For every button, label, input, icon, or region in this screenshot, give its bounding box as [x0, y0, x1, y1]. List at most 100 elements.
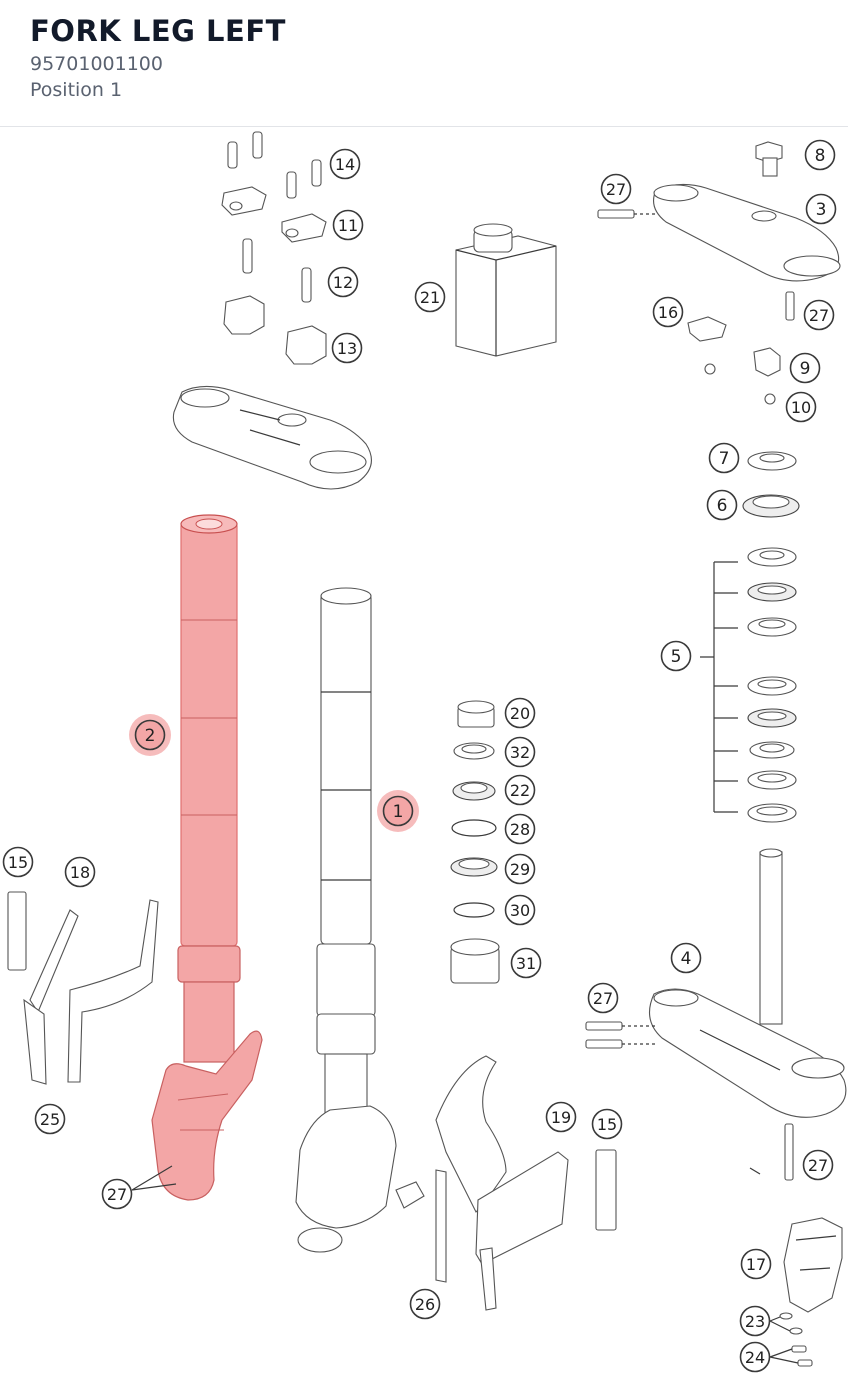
callout-label: 15 [597, 1115, 617, 1134]
callout-label: 27 [593, 989, 613, 1008]
callout-label: 7 [719, 449, 730, 469]
callout-c6[interactable]: 6 [706, 489, 738, 521]
callout-circle [504, 813, 536, 845]
callout-circle [64, 856, 96, 888]
callout-label: 30 [510, 901, 530, 920]
callout-circle [409, 1288, 441, 1320]
callout-label: 2 [145, 726, 156, 746]
callout-circle [785, 391, 817, 423]
callout-circle [670, 942, 702, 974]
callout-label: 28 [510, 820, 530, 839]
callout-circle [414, 281, 446, 313]
callout-c24[interactable]: 24 [739, 1341, 771, 1373]
fork-guard-right [435, 1055, 617, 1311]
bracket-17-group [769, 1217, 843, 1367]
callout-label: 13 [337, 339, 357, 358]
callout-label: 27 [808, 1156, 828, 1175]
callout-c3[interactable]: 3 [805, 193, 837, 225]
fork-oil-can [455, 223, 557, 357]
callout-c28[interactable]: 28 [504, 813, 536, 845]
callout-c19[interactable]: 19 [545, 1101, 577, 1133]
callout-c5[interactable]: 5 [660, 640, 692, 672]
callout-c27e[interactable]: 27 [101, 1178, 133, 1210]
callout-c14[interactable]: 14 [329, 148, 361, 180]
callout-circle [600, 173, 632, 205]
callout-c20[interactable]: 20 [504, 697, 536, 729]
callout-circle [327, 266, 359, 298]
callout-label: 31 [516, 954, 536, 973]
callout-c32[interactable]: 32 [504, 736, 536, 768]
callout-label: 10 [791, 398, 811, 417]
callout-c2[interactable]: 2 [129, 714, 171, 756]
callout-circle [2, 846, 34, 878]
diagram-svg: 1234567891011121314151516171819202122232… [2, 131, 847, 1373]
callout-circle [34, 1103, 66, 1135]
callout-circle [660, 640, 692, 672]
callout-c16[interactable]: 16 [652, 296, 684, 328]
callout-c26[interactable]: 26 [409, 1288, 441, 1320]
callout-c1[interactable]: 1 [377, 790, 419, 832]
callout-label: 5 [671, 647, 682, 667]
callout-label: 14 [335, 155, 355, 174]
callout-c21[interactable]: 21 [414, 281, 446, 313]
callout-label: 27 [606, 180, 626, 199]
fork-leg-1 [295, 587, 425, 1253]
callout-circle [708, 442, 740, 474]
bearing-kit [700, 547, 797, 823]
callout-c11[interactable]: 11 [332, 209, 364, 241]
callout-circle [706, 489, 738, 521]
callout-label: 16 [658, 303, 678, 322]
callout-circle [739, 1341, 771, 1373]
callout-circle [134, 719, 166, 751]
callout-label: 4 [681, 949, 692, 969]
lower-triple-clamp [585, 848, 847, 1181]
callout-c13[interactable]: 13 [331, 332, 363, 364]
callout-c23[interactable]: 23 [739, 1305, 771, 1337]
seal-kit [450, 700, 500, 984]
callout-c4[interactable]: 4 [670, 942, 702, 974]
callout-label: 20 [510, 704, 530, 723]
callout-circle [587, 982, 619, 1014]
callout-c27a[interactable]: 27 [600, 173, 632, 205]
callout-circle [504, 894, 536, 926]
callout-layer: 1234567891011121314151516171819202122232… [2, 139, 837, 1373]
callout-c15b[interactable]: 15 [591, 1108, 623, 1140]
callout-label: 22 [510, 781, 530, 800]
callout-c7[interactable]: 7 [708, 442, 740, 474]
callout-c27c[interactable]: 27 [587, 982, 619, 1014]
callout-label: 6 [717, 496, 728, 516]
callout-c12[interactable]: 12 [327, 266, 359, 298]
callout-circle [504, 736, 536, 768]
callout-label: 25 [40, 1110, 60, 1129]
callout-c17[interactable]: 17 [740, 1248, 772, 1280]
callout-circle [101, 1178, 133, 1210]
callout-c31[interactable]: 31 [510, 947, 542, 979]
callout-label: 8 [815, 146, 826, 166]
callout-label: 23 [745, 1312, 765, 1331]
callout-c8[interactable]: 8 [804, 139, 836, 171]
callout-circle [504, 774, 536, 806]
callout-label: 27 [107, 1185, 127, 1204]
callout-c15a[interactable]: 15 [2, 846, 34, 878]
callout-label: 17 [746, 1255, 766, 1274]
callout-label: 9 [800, 359, 811, 379]
callout-c10[interactable]: 10 [785, 391, 817, 423]
callout-c27b[interactable]: 27 [803, 299, 835, 331]
callout-circle [382, 795, 414, 827]
callout-circle [504, 853, 536, 885]
callout-label: 1 [393, 802, 404, 822]
callout-circle [332, 209, 364, 241]
position-label: Position 1 [30, 79, 123, 101]
callout-label: 21 [420, 288, 440, 307]
callout-label: 3 [816, 200, 827, 220]
callout-c25[interactable]: 25 [34, 1103, 66, 1135]
callout-c27d[interactable]: 27 [802, 1149, 834, 1181]
callout-c30[interactable]: 30 [504, 894, 536, 926]
page-title: FORK LEG LEFT [30, 14, 286, 48]
callout-c18[interactable]: 18 [64, 856, 96, 888]
callout-circle [739, 1305, 771, 1337]
callout-circle [740, 1248, 772, 1280]
callout-c29[interactable]: 29 [504, 853, 536, 885]
callout-c22[interactable]: 22 [504, 774, 536, 806]
callout-c9[interactable]: 9 [789, 352, 821, 384]
